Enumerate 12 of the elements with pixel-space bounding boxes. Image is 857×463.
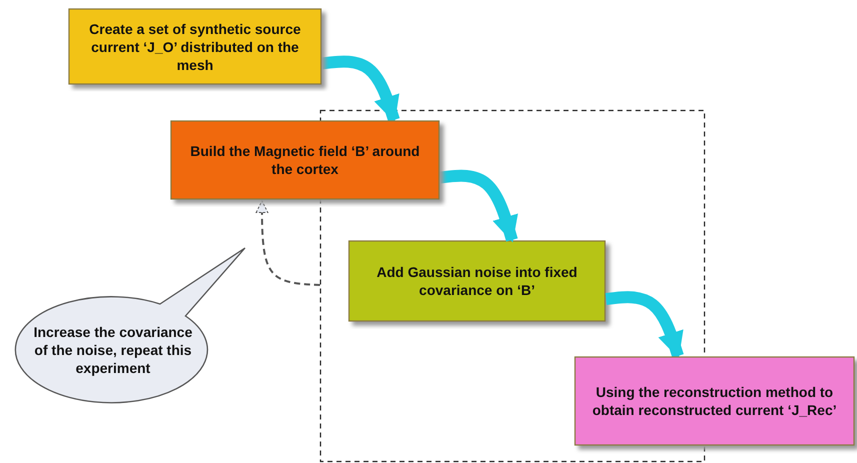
process-box xyxy=(68,8,322,85)
node-text: Increase the covariance of the noise, repeat this experiment xyxy=(32,323,194,377)
curved-arrow xyxy=(321,56,400,123)
curved-arrow xyxy=(605,291,684,359)
node-text: Create a set of synthetic source current ‘J_O’ distributed on the mesh xyxy=(88,20,302,74)
dashed-arrow xyxy=(256,200,320,286)
process-box xyxy=(348,240,606,322)
process-box xyxy=(574,356,855,446)
node-text: Add Gaussian noise into fixed covariance on ‘B’ xyxy=(376,263,578,299)
node-text: Build the Magnetic field ‘B’ around the cortex xyxy=(189,142,421,178)
node-text: Using the reconstruction method to obtain reconstructed current ‘J_Rec’ xyxy=(591,383,838,419)
process-box xyxy=(170,120,440,200)
